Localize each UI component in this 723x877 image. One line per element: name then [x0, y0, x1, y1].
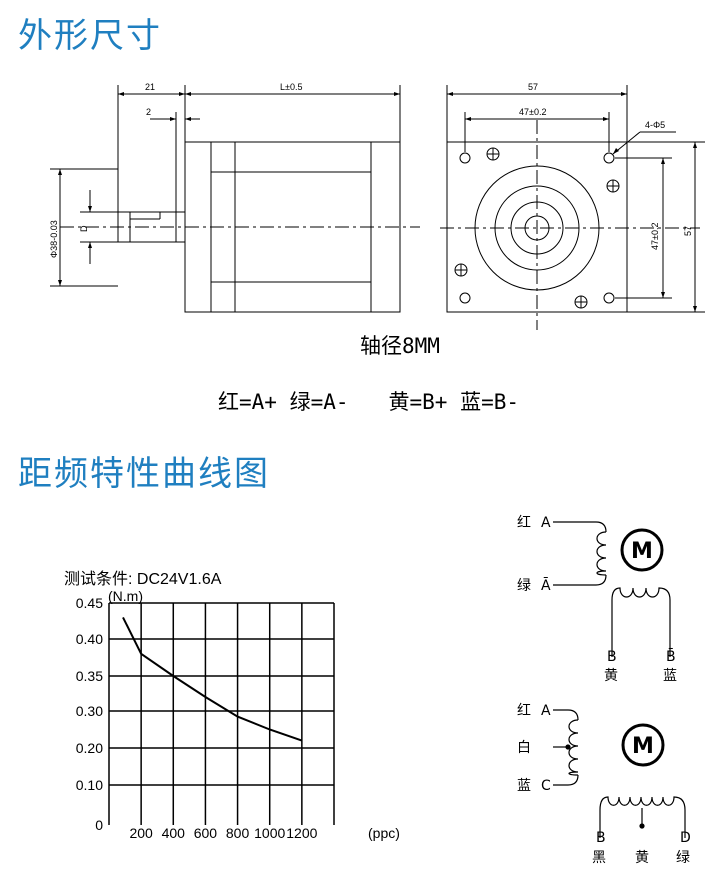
dim-57-side: 57 [683, 226, 693, 236]
dim-d: D [79, 225, 89, 232]
w6-a-label: A [541, 703, 551, 719]
wiring-6-wire: 红 A 白 蓝 C M B D 黑 黄 绿 [517, 703, 691, 866]
y-unit-label: (N.m) [108, 588, 143, 604]
w4-abar-label: Ā [541, 577, 551, 594]
wiring-4-wire: 红 A 绿 Ā M B B̄ 黄 蓝 [517, 515, 677, 684]
dim-47-top: 47±0.2 [519, 107, 546, 117]
w4-motor-label: M [631, 539, 653, 564]
wire-caption-a: 红=A+ 绿=A- [218, 390, 349, 414]
w6-d-label: D [680, 830, 691, 846]
x-tick-label: 1000 [254, 825, 285, 841]
w6-motor-label: M [632, 734, 654, 759]
w4-b-color: 黄 [604, 667, 618, 684]
chart-y-ticks: 0 0.10 0.20 0.30 0.35 0.40 0.45 [76, 595, 103, 833]
curve-title: 距频特性曲线图 [18, 454, 270, 494]
front-outline [446, 141, 628, 313]
w4-a-label: A [541, 515, 551, 531]
y-tick-label: 0.40 [76, 631, 103, 647]
x-tick-label: 200 [129, 825, 153, 841]
dim-21: 21 [145, 82, 155, 92]
w6-b-label: B [596, 830, 606, 846]
x-tick-label: 800 [226, 825, 250, 841]
w6-a-color: 红 [517, 703, 531, 719]
dim-2: 2 [146, 107, 151, 117]
dim-57-top: 57 [528, 82, 538, 92]
y-tick-label: 0.30 [76, 703, 103, 719]
w4-abar-color: 绿 [517, 578, 531, 594]
front-arrows [447, 92, 697, 312]
w4-a-color: 红 [517, 515, 531, 531]
w6-c-label: C [541, 778, 551, 794]
y-tick-label: 0 [95, 817, 103, 833]
dim-47-side: 47±0.2 [650, 223, 660, 250]
torque-curve [122, 616, 303, 742]
dim-holes: 4-Φ5 [645, 120, 665, 130]
chart-grid [108, 602, 335, 825]
x-tick-label: 600 [194, 825, 218, 841]
y-tick-label: 0.20 [76, 740, 103, 756]
w6-c-color: 蓝 [517, 778, 531, 794]
torque-frequency-chart: 测试条件: DC24V1.6A (N.m) (ppc) 0 0.10 0.20 0.3… [64, 570, 400, 841]
w6-d-color: 绿 [676, 850, 690, 866]
motor-front-view [440, 85, 705, 330]
y-tick-label: 0.10 [76, 777, 103, 793]
bolt-holes [454, 147, 620, 309]
shaft-diameter-caption: 轴径8MM [360, 334, 440, 358]
w6-b-color: 黑 [592, 850, 606, 866]
x-unit-label: (ppc) [368, 825, 400, 841]
y-tick-label: 0.45 [76, 595, 103, 611]
side-arrows [58, 92, 400, 286]
motor-side-view [50, 85, 420, 313]
dim-length: L±0.5 [280, 82, 302, 92]
w4-bbar-label: B̄ [666, 647, 676, 665]
w6-motor-symbol [621, 723, 665, 767]
dim-phi38: Φ38-0.03 [49, 220, 59, 258]
w4-bbar-color: 蓝 [663, 668, 677, 684]
wire-caption-b: 黄=B+ 蓝=B- [388, 390, 520, 414]
w6-mid-color: 白 [517, 740, 531, 756]
w6-mid2-color: 黄 [635, 849, 649, 866]
wire-color-caption: 红=A+ 绿=A- 黄=B+ 蓝=B- [218, 386, 519, 416]
w4-motor-symbol [620, 528, 664, 572]
y-tick-label: 0.35 [76, 668, 103, 684]
dimensions-title: 外形尺寸 [18, 16, 162, 56]
chart-title: 测试条件: DC24V1.6A [64, 570, 222, 588]
x-tick-label: 1200 [286, 825, 317, 841]
w4-b-label: B [607, 649, 617, 665]
x-tick-label: 400 [162, 825, 186, 841]
